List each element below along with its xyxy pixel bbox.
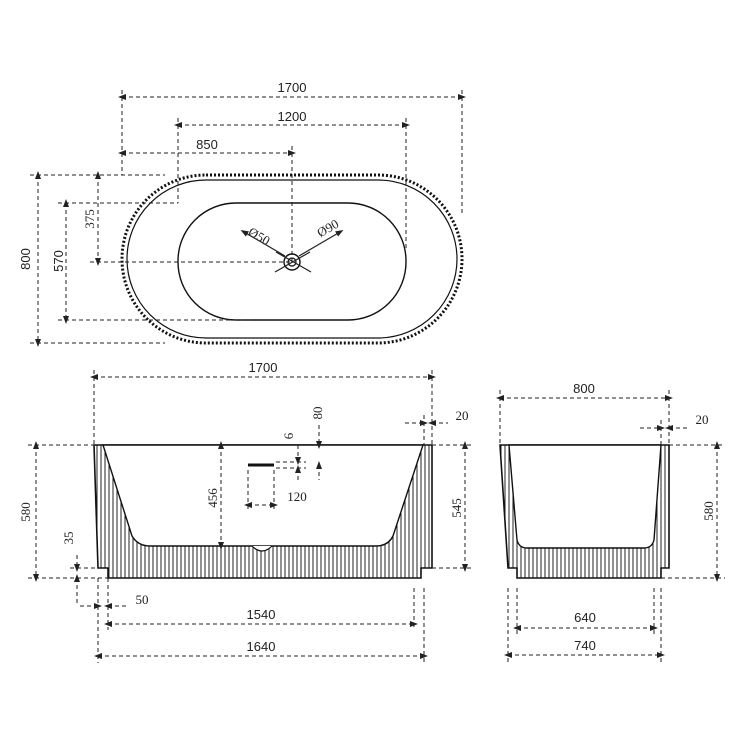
front-overall-length-label: 1700 [249,360,278,375]
front-rim-thickness-label: 20 [456,408,469,423]
tub-outer-rim-inner-edge [126,179,458,339]
front-overflow-offset-label: 120 [287,489,307,504]
front-base-height-label: 35 [61,532,76,545]
top-inner-width-label: 570 [51,250,66,272]
front-inner-depth-label: 456 [205,488,220,508]
top-drain-offset-label: 850 [196,137,218,152]
overflow-diameter-label: Ø90 [314,216,341,240]
front-overflow-slot-label: 6 [281,432,296,439]
side-bottom-width-label: 740 [574,638,596,653]
front-base-length-label: 1540 [247,607,276,622]
front-bottom-length-label: 1640 [247,639,276,654]
front-overall-height-label: 580 [18,502,33,522]
front-base-inset-label: 50 [136,592,149,607]
side-rim-thickness-label: 20 [696,412,709,427]
front-inside-height-label: 545 [449,498,464,518]
top-inner-length-label: 1200 [278,109,307,124]
front-drain-bump [251,545,273,552]
top-view: 1700 1200 850 800 570 375 Ø50 Ø90 [18,80,466,347]
side-base-width-label: 640 [574,610,596,625]
side-inner-basin [508,444,662,549]
side-overall-height-label: 580 [701,501,716,521]
top-overall-width-label: 800 [18,248,33,270]
front-view: 1700 20 80 6 120 456 580 545 [18,360,473,663]
top-drain-position-label: 375 [82,209,97,229]
front-inner-basin [102,444,424,547]
top-overall-length-label: 1700 [278,80,307,95]
drain-diameter-label: Ø50 [246,224,273,248]
side-view: 800 20 580 640 740 [496,381,725,663]
side-overall-width-label: 800 [573,381,595,396]
front-overflow-height-label: 80 [310,407,325,420]
